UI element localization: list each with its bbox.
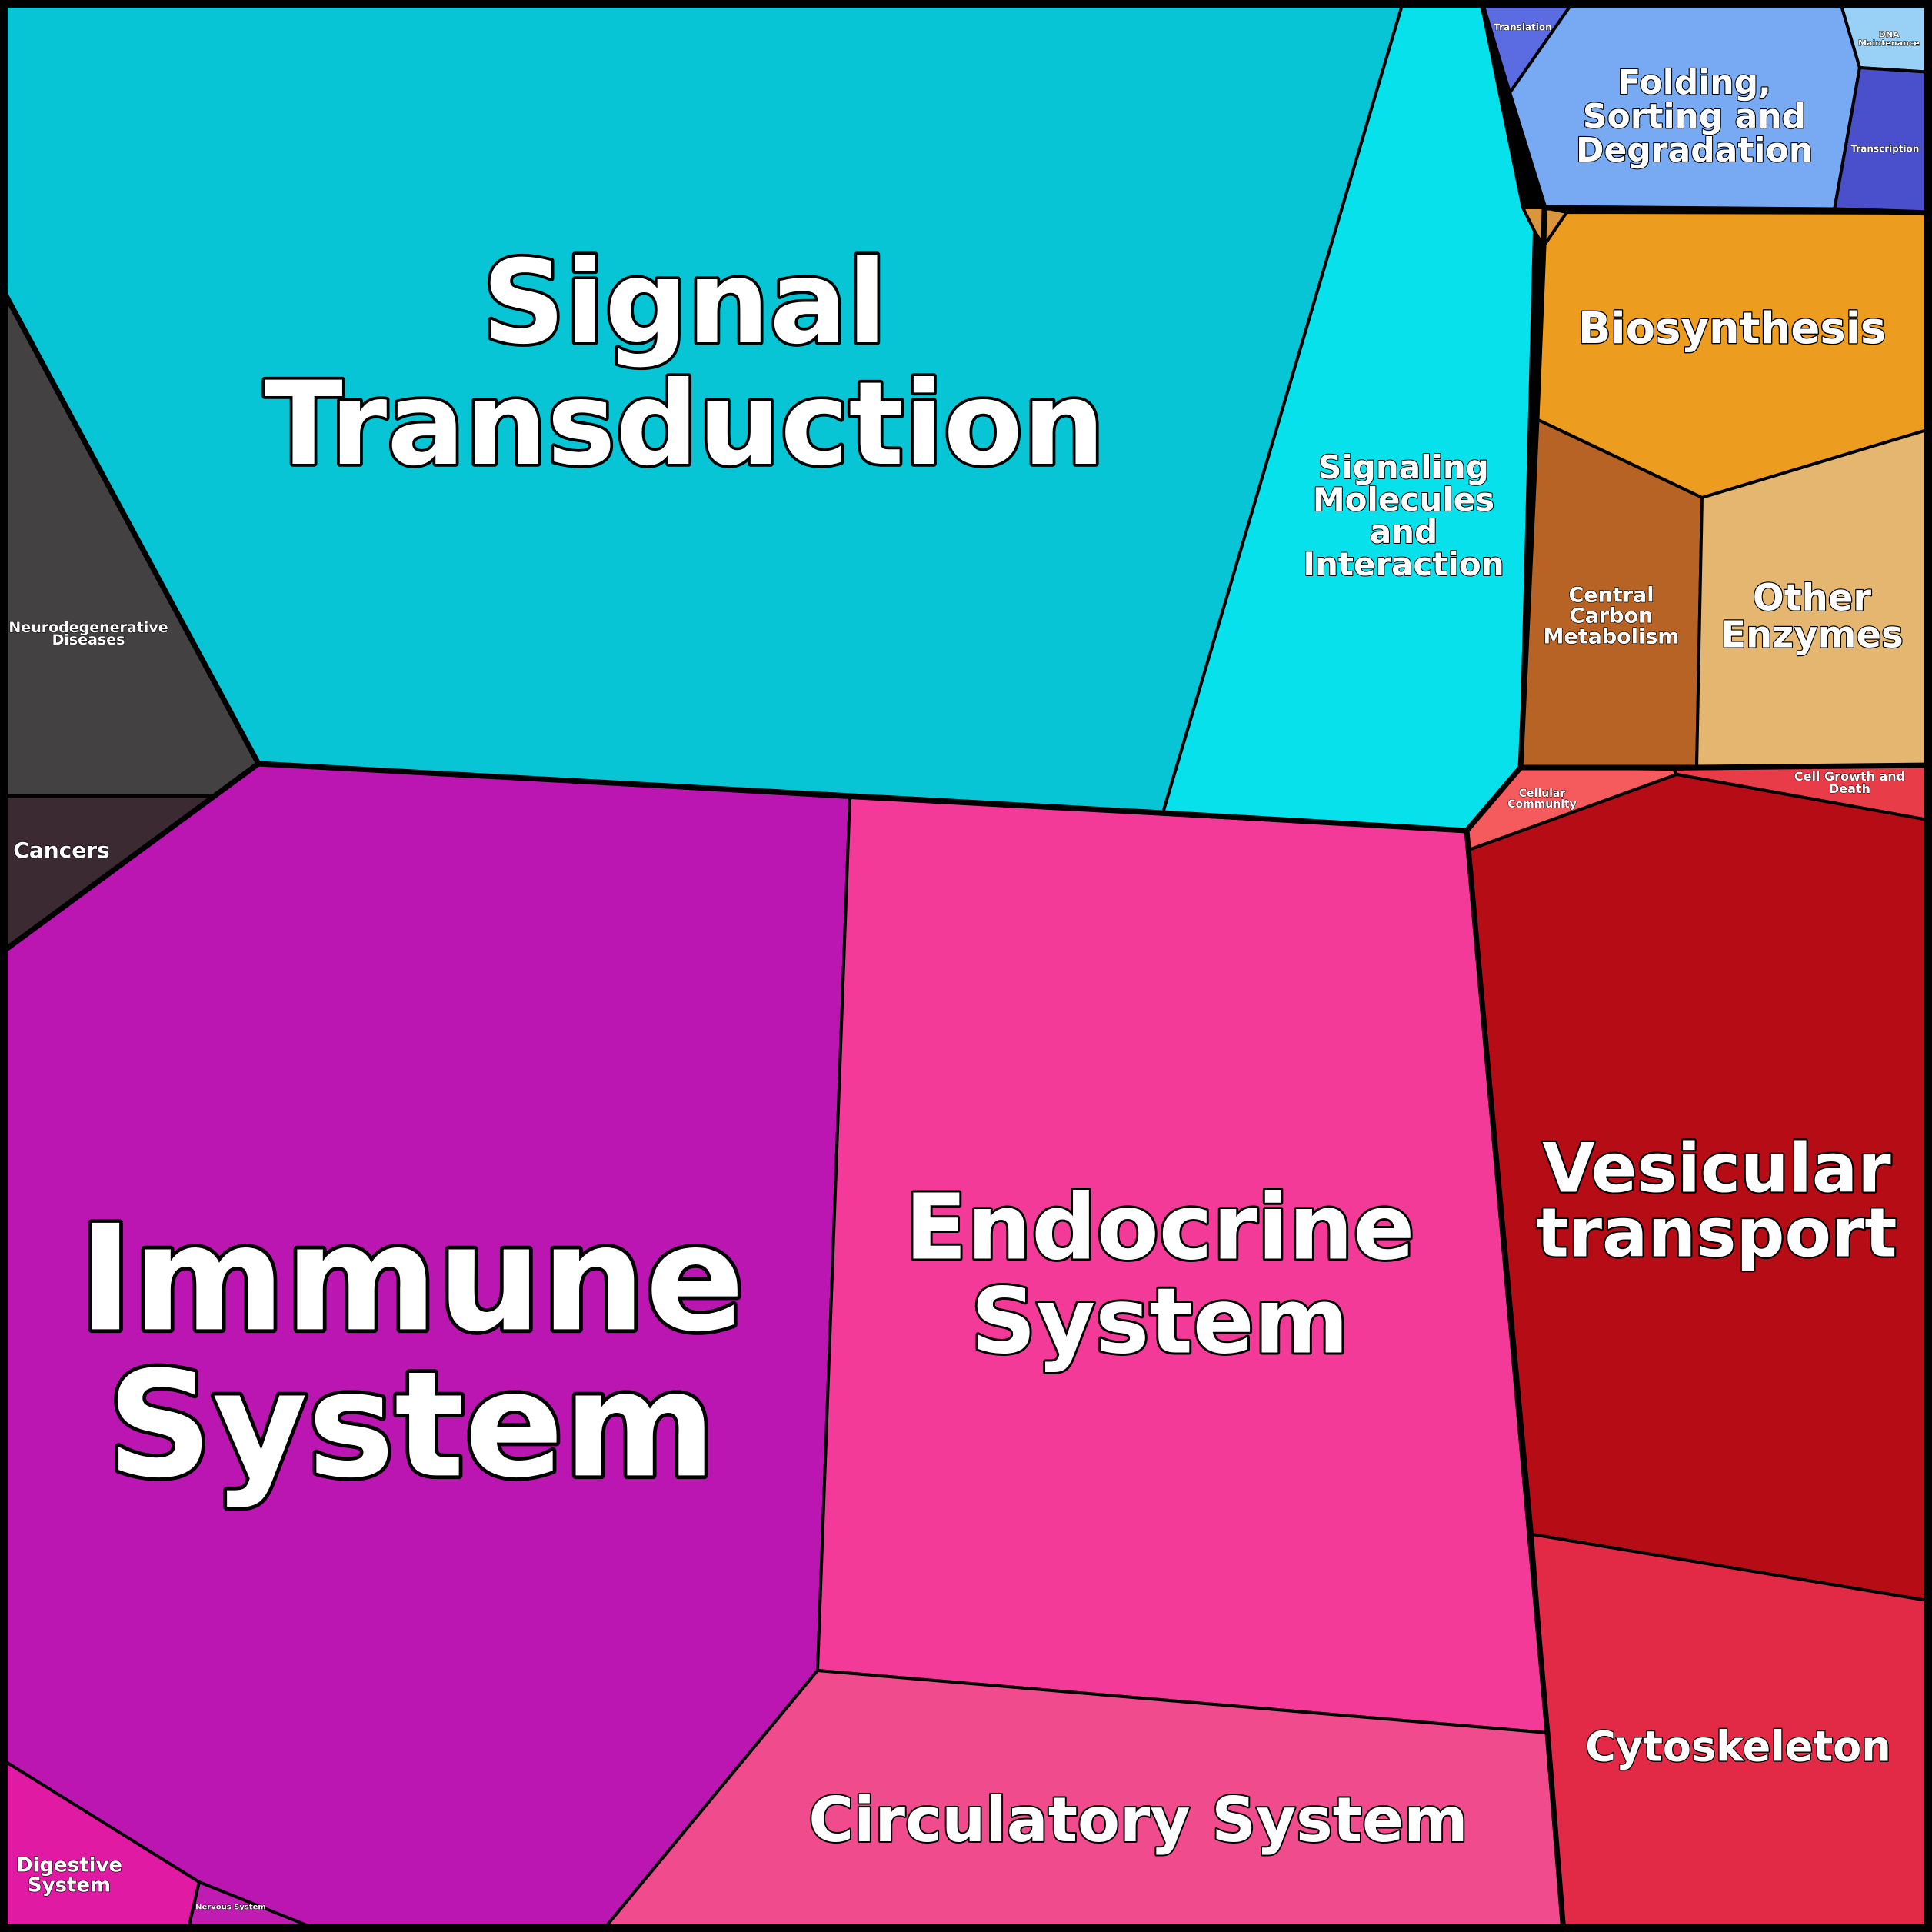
label-line: Carbon	[1570, 605, 1653, 628]
label-line: Digestive	[16, 1854, 122, 1877]
label-translation: Translation	[1494, 22, 1551, 32]
label-line: Cell Growth and	[1794, 769, 1905, 784]
label-line: System	[971, 1267, 1349, 1374]
label-transcription: Transcription	[1851, 143, 1920, 154]
label-biosynthesis: Biosynthesis	[1578, 304, 1887, 354]
group-border	[1464, 830, 1567, 1932]
label-line: Cytoskeleton	[1585, 1722, 1890, 1770]
label-cytoskeleton: Cytoskeleton	[1585, 1722, 1890, 1770]
label-line: Cellular	[1519, 788, 1566, 800]
group-border	[0, 283, 261, 765]
cell-circulatory-system	[600, 1669, 1565, 1932]
label-line: Immune	[78, 1194, 744, 1364]
label-line: Community	[1507, 798, 1577, 811]
label-line: transport	[1537, 1194, 1897, 1273]
label-line: Cancers	[13, 838, 109, 863]
cell-nervous-system	[186, 1880, 325, 1932]
group-border	[0, 761, 1467, 956]
label-line: Enzymes	[1720, 613, 1903, 656]
label-line: Sorting and	[1583, 97, 1806, 136]
label-line: Metabolism	[1544, 625, 1680, 649]
label-line: Degradation	[1576, 131, 1813, 170]
label-line: Central	[1568, 584, 1654, 608]
label-line: Nervous System	[195, 1904, 266, 1912]
label-cancers: Cancers	[13, 838, 109, 863]
cell-dna-maintenance	[1838, 0, 1932, 74]
label-line: Endocrine	[905, 1174, 1415, 1280]
label-nervous-system: Nervous System	[195, 1904, 266, 1912]
label-line: Maintenance	[1858, 38, 1920, 48]
label-line: Molecules	[1313, 481, 1494, 518]
label-line: System	[28, 1874, 111, 1897]
label-line: Diseases	[52, 631, 125, 648]
label-circulatory-system: Circulatory System	[808, 1784, 1467, 1856]
group-border	[1544, 205, 1932, 216]
label-line: Translation	[1494, 22, 1551, 32]
label-line: Signal	[482, 236, 887, 370]
label-line: Transduction	[264, 358, 1104, 491]
label-line: Other	[1753, 576, 1871, 619]
cell-transcription	[1833, 66, 1932, 215]
label-line: Neurodegenerative	[8, 619, 168, 636]
label-line: Signaling	[1318, 448, 1489, 486]
label-line: Death	[1829, 781, 1870, 796]
label-line: Folding,	[1617, 63, 1771, 102]
label-line: Transcription	[1851, 143, 1920, 154]
label-line: Interaction	[1303, 545, 1504, 583]
group-border	[1521, 762, 1932, 771]
cell-other-enzymes	[1695, 427, 1932, 769]
label-line: and	[1370, 513, 1437, 551]
label-line: Vesicular	[1542, 1129, 1891, 1208]
cell-digestive-system	[0, 1757, 201, 1932]
label-line: Circulatory System	[808, 1784, 1467, 1856]
label-line: DNA	[1879, 29, 1900, 39]
label-line: System	[107, 1340, 715, 1510]
label-line: Biosynthesis	[1578, 304, 1887, 354]
